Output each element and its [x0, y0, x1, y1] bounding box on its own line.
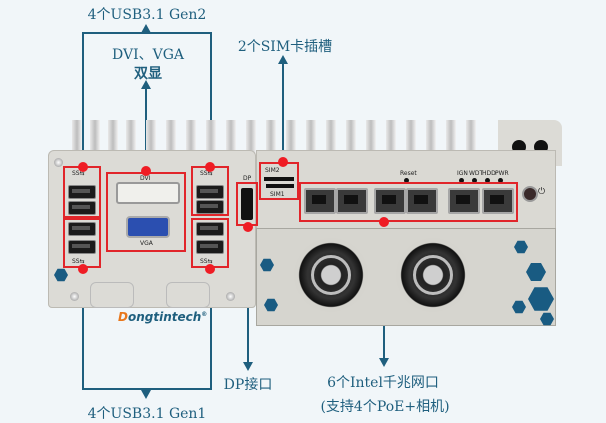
lan-port[interactable] [406, 188, 438, 214]
hdd-led-label: HDD [482, 170, 496, 177]
sim1-label: SIM1 [270, 191, 285, 198]
arrow-usb-gen2 [141, 24, 151, 33]
marker-dot [205, 162, 215, 172]
label-sim-slots: 2个SIM卡插槽 [237, 39, 333, 55]
line-usb-right-top [210, 32, 212, 162]
fan-right [396, 238, 470, 312]
usb-logo: SS⇆ [200, 170, 213, 177]
hex-left-mark [260, 258, 274, 272]
marker-dot [243, 222, 253, 232]
label-dp-port: DP接口 [223, 377, 273, 393]
dvi-label: DVI [140, 175, 151, 182]
pwr-led-label: PWR [495, 170, 509, 177]
lan-port[interactable] [448, 188, 480, 214]
lan-port[interactable] [374, 188, 406, 214]
lan-port[interactable] [482, 188, 514, 214]
dvi-port[interactable] [116, 182, 180, 204]
dp-port[interactable] [241, 188, 253, 220]
pwr-led [498, 178, 503, 183]
usb-logo: SS⇆ [72, 170, 85, 177]
line-usb-left-top [82, 32, 84, 162]
sim2-slot[interactable] [264, 177, 294, 181]
bracket-top [82, 32, 212, 34]
wdt-led-label: WDT [469, 170, 484, 177]
fan-left [294, 238, 368, 312]
usb-logo: SS⇆ [200, 258, 213, 265]
marker-dot [379, 217, 389, 227]
usb-port[interactable] [68, 222, 96, 236]
dp-label: DP [243, 175, 252, 182]
line-usb-right-bottom [210, 268, 212, 390]
usb-port[interactable] [196, 200, 224, 214]
brand-logo: Dongtintech® [118, 310, 208, 324]
blank-cover-left [90, 282, 134, 308]
reset-button[interactable] [404, 178, 409, 183]
line-sim [282, 63, 284, 161]
lan-port[interactable] [336, 188, 368, 214]
usb-port[interactable] [68, 201, 96, 215]
sim2-label: SIM2 [265, 167, 280, 174]
usb-logo: SS⇆ [72, 258, 85, 265]
fan-panel [256, 228, 556, 326]
label-poe: (支持4个PoE+相机) [320, 399, 450, 415]
bracket-bottom [82, 388, 212, 390]
marker-dot [78, 264, 88, 274]
marker-dot [141, 166, 151, 176]
lan-highlight [299, 182, 518, 222]
reset-label: Reset [400, 170, 417, 177]
usb-port[interactable] [196, 222, 224, 236]
label-usb-gen2: 4个USB3.1 Gen2 [87, 7, 207, 23]
ign-led [459, 178, 464, 183]
hdd-led [485, 178, 490, 183]
line-dp [247, 260, 249, 364]
marker-dot [278, 157, 288, 167]
usb-port[interactable] [68, 185, 96, 199]
arrow-display [141, 80, 151, 89]
lan-port[interactable] [304, 188, 336, 214]
arrow-lan [379, 358, 389, 367]
power-button[interactable] [522, 186, 538, 202]
vga-label: VGA [140, 240, 153, 247]
line-usb-left-bottom [82, 268, 84, 390]
usb-port[interactable] [196, 185, 224, 199]
vga-port[interactable] [126, 216, 170, 238]
usb-port[interactable] [196, 240, 224, 254]
label-dual-display: 双显 [134, 66, 162, 82]
hexagon-icon [54, 268, 68, 282]
arrow-dp [243, 362, 253, 371]
marker-dot [78, 162, 88, 172]
power-icon: ⏻ [538, 187, 546, 197]
ign-led-label: IGN [457, 170, 468, 177]
arrow-sim [278, 55, 288, 64]
blank-cover-right [166, 282, 210, 308]
sim1-slot[interactable] [266, 184, 294, 188]
label-lan-ports: 6个Intel千兆网口 [327, 375, 439, 391]
marker-dot [205, 264, 215, 274]
wdt-led [472, 178, 477, 183]
arrow-usb-gen1 [141, 390, 151, 399]
label-usb-gen1: 4个USB3.1 Gen1 [87, 406, 207, 422]
label-dvi-vga: DVI、VGA [111, 47, 185, 63]
usb-port[interactable] [68, 240, 96, 254]
